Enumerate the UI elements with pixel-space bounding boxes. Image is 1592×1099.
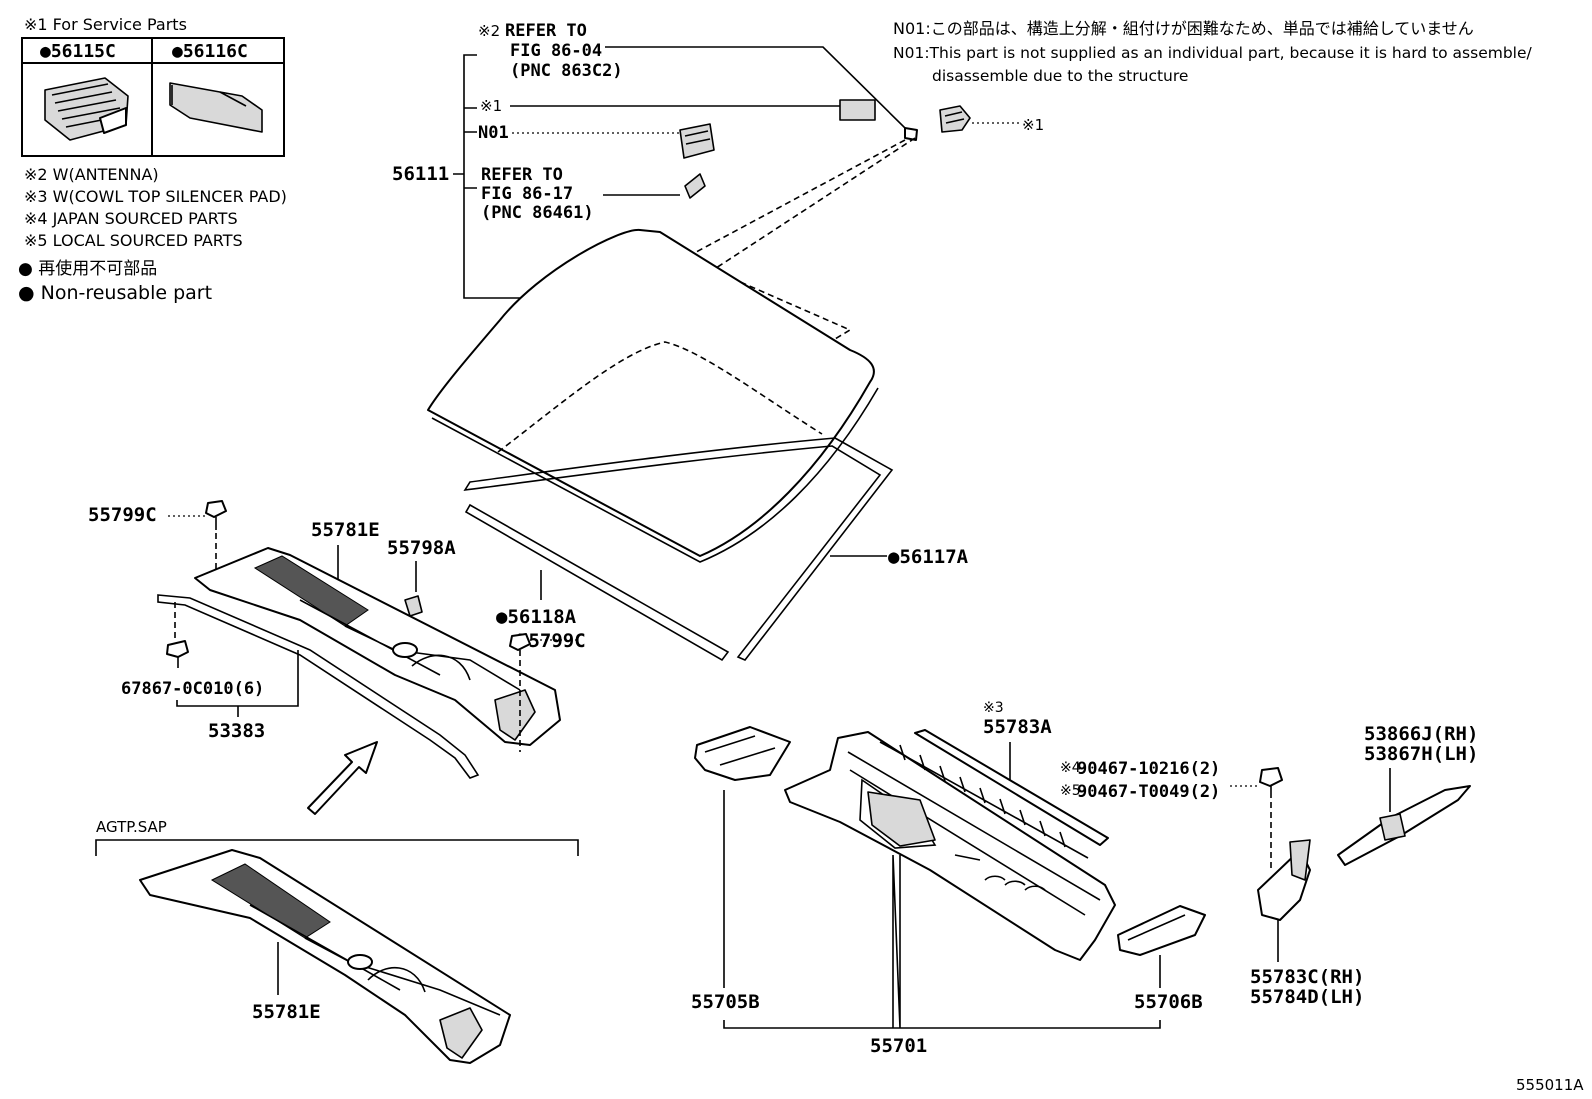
part-55799C-label-right: 55799C [517,630,586,652]
clip-90467 [1259,767,1283,798]
part-56116C-label: ●56116C [172,41,248,62]
seal-53866J [1337,785,1471,866]
part-55783C-label: 55783C(RH) [1250,966,1364,988]
part-55798A-drawing [404,595,423,617]
figure-id: 555011A [1516,1076,1584,1094]
part-67867-label: 67867-0C010(6) [121,679,264,699]
note-japan-sourced: ※4 JAPAN SOURCED PARTS [24,209,238,228]
ref-antenna-mark: ※2 [478,22,500,40]
part-56118A-label: ●56118A [496,606,577,628]
ref-fig-86-17-line2: FIG 86-17 [481,184,573,204]
bracket-55783C [1257,839,1311,921]
service-parts-note: ※1 For Service Parts [24,15,187,34]
part-55701-label: 55701 [870,1035,927,1057]
windshield-molding [463,437,894,661]
n01-note-en-line2: disassemble due to the structure [932,67,1188,85]
bracket-55705B [694,726,791,781]
part-55706B-label: 55706B [1134,991,1203,1013]
part-56116C-drawing [169,82,263,133]
note-local-sourced: ※5 LOCAL SOURCED PARTS [24,231,243,250]
part-55799C-label-left: 55799C [88,504,157,526]
part-90467a-mark: ※4 [1060,760,1081,776]
note-nonreusable-en: ● Non-reusable part [18,282,212,304]
part-55781E-label-bottom: 55781E [252,1001,321,1023]
ref-fig-86-17-line1: REFER TO [481,165,563,185]
part-53866J-label: 53866J(RH) [1364,723,1478,745]
right-service-part-mark: ※1 [1022,116,1044,134]
part-56115C-drawing [44,77,129,141]
clip-55799C-left [205,500,227,530]
cowl-silencer-pad [914,729,1109,846]
part-55784D-label: 55784D(LH) [1250,986,1364,1008]
n01-note-en-line1: N01:This part is not supplied as an indi… [893,44,1533,62]
n01-note-jp: N01:この部品は、構造上分解・組付けが困難なため、単品では補給していません [893,19,1474,38]
windshield-side-molding [464,503,730,662]
clip-67867 [166,640,189,668]
part-56117A-label: ●56117A [888,546,969,568]
cowl-panel-55701 [784,731,1116,961]
ref-service-part-mark: ※1 [480,97,502,115]
ref-fig-86-04-line2: FIG 86-04 [510,41,602,61]
part-56111-label: 56111 [392,163,449,185]
part-90467b-mark: ※5 [1060,783,1081,799]
part-56115C-label: ●56115C [40,41,116,62]
part-55783A-label: 55783A [983,716,1052,738]
agtp-sap-bracket [95,839,579,856]
ref-fig-86-17-line3: (PNC 86461) [481,203,594,223]
part-53867H-label: 53867H(LH) [1364,743,1478,765]
cowl-top-panel-upper [194,547,561,746]
part-55781E-label-top: 55781E [311,519,380,541]
windshield-small-parts [679,99,971,199]
bracket-55706B [1117,905,1206,956]
ref-n01: N01 [478,123,509,143]
clip-55799C-right [509,633,531,651]
note-cowl-silencer: ※3 W(COWL TOP SILENCER PAD) [24,187,287,206]
note-nonreusable-jp: ● 再使用不可部品 [18,258,157,279]
part-55783A-mark: ※3 [983,700,1004,716]
part-55705B-label: 55705B [691,991,760,1013]
view-arrow [307,741,378,815]
part-53383-label: 53383 [208,720,265,742]
part-90467-10216-label: 90467-10216(2) [1077,759,1220,779]
cowl-seal-strip [157,594,480,779]
windshield-glass [427,228,879,563]
cowl-top-panel-agtp [139,849,511,1064]
ref-fig-86-04-line1: REFER TO [505,21,587,41]
ref-fig-86-04-line3: (PNC 863C2) [510,61,623,81]
part-90467-T0049-label: 90467-T0049(2) [1077,782,1220,802]
agtp-sap-label: AGTP.SAP [96,818,167,836]
note-antenna: ※2 W(ANTENNA) [24,165,159,184]
part-55798A-label: 55798A [387,537,456,559]
